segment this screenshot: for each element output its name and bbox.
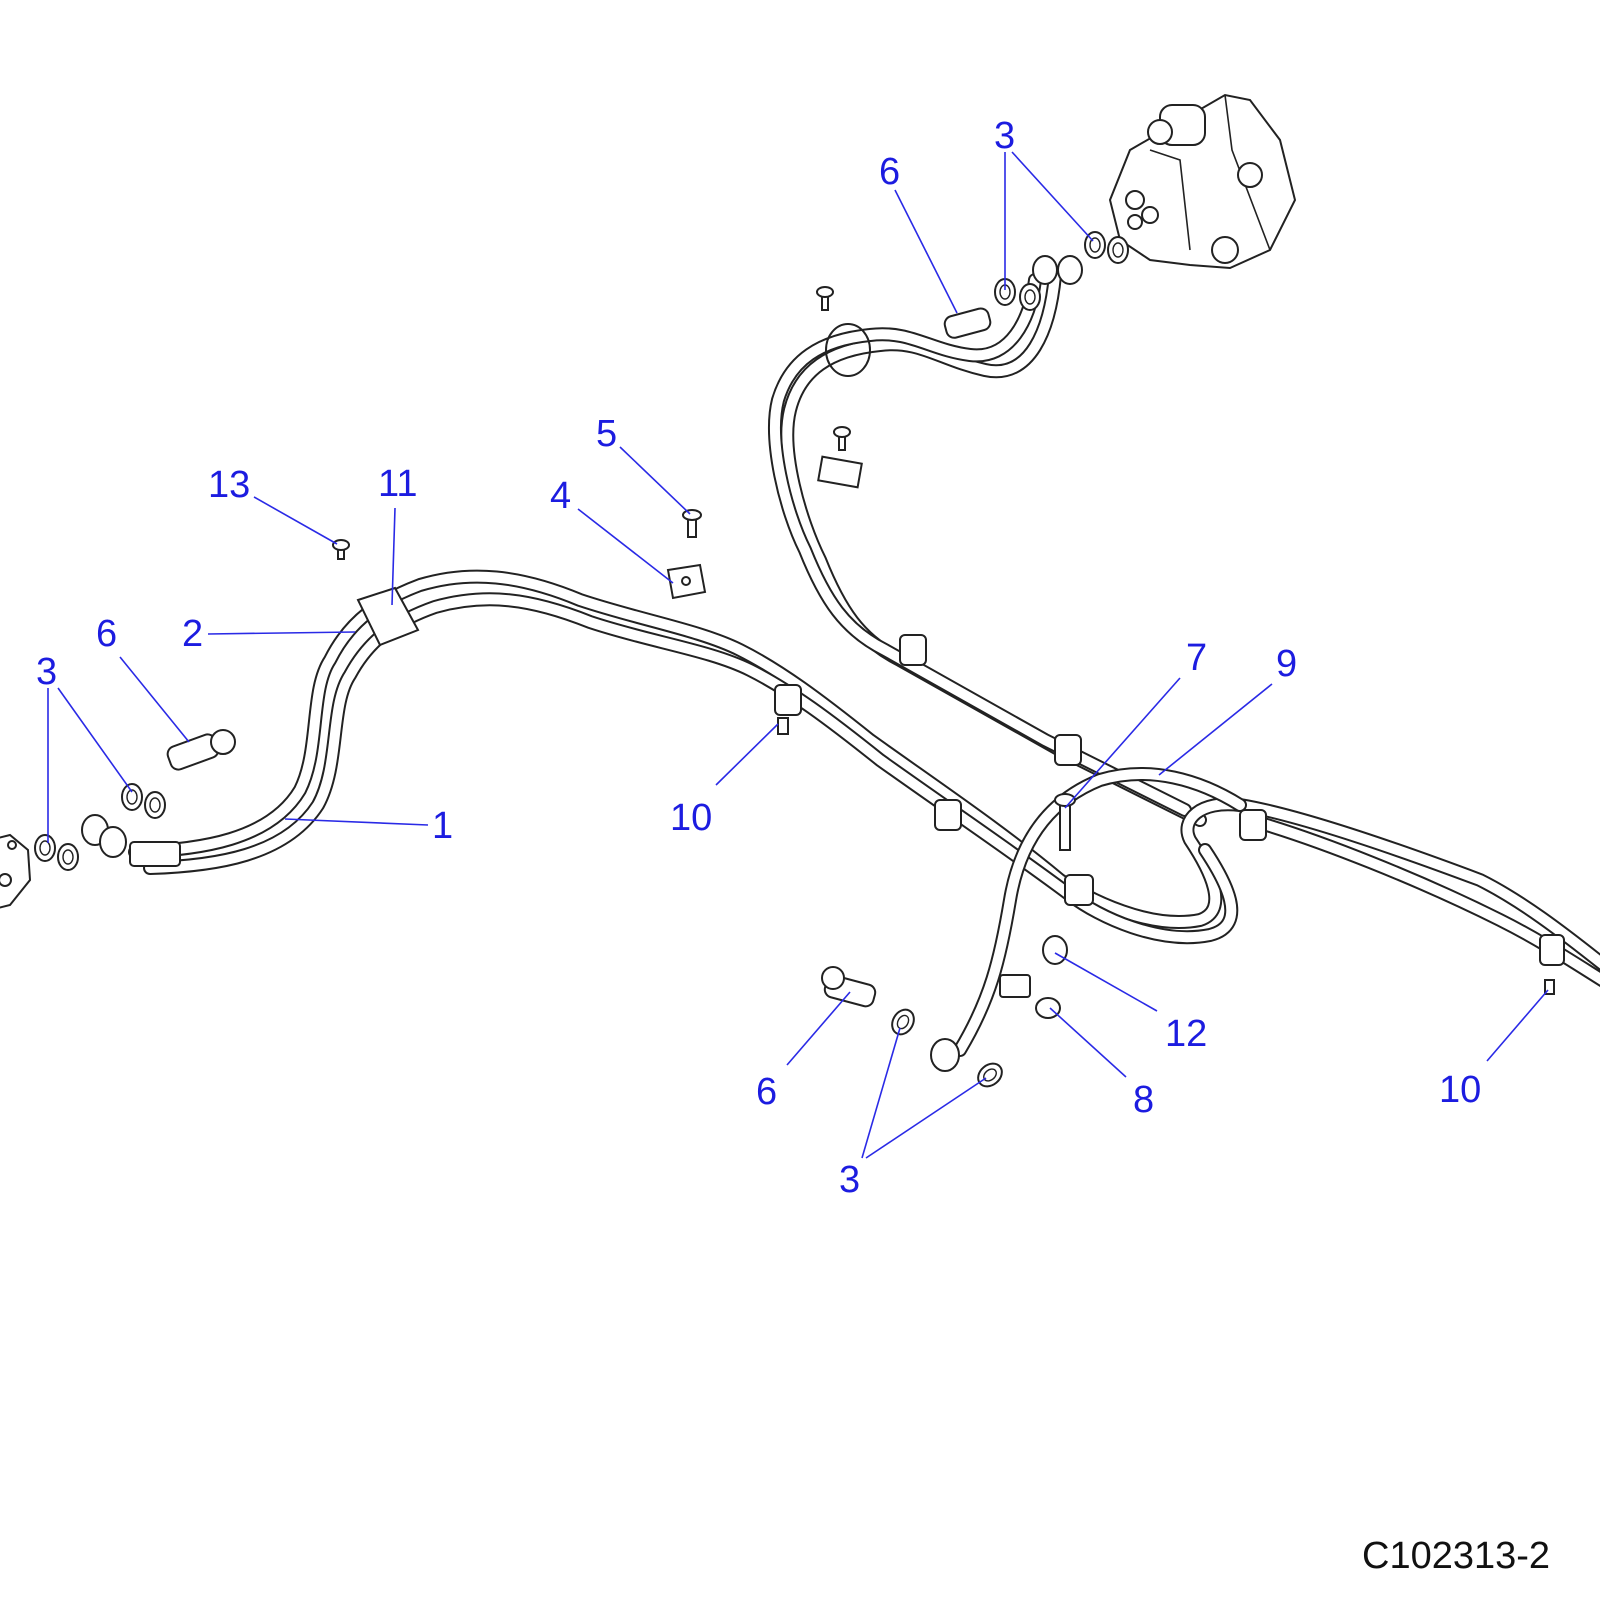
brake-caliper-upper: [1108, 93, 1297, 270]
callout-2: 2: [182, 613, 203, 655]
leader-3c-1: [861, 1027, 901, 1159]
washers: [34, 231, 1129, 1088]
hose-branch-9: [930, 767, 1247, 1072]
leader-6b: [894, 189, 958, 314]
callout-6-top: 6: [879, 151, 900, 193]
leader-13: [253, 496, 338, 545]
leader-3a-2: [57, 687, 133, 793]
leader-3c-2: [865, 1077, 987, 1159]
leader-10b: [1486, 989, 1549, 1062]
leader-1: [284, 818, 429, 826]
hose-upper-loop: [768, 255, 1207, 827]
callout-9: 9: [1276, 643, 1297, 685]
leader-10a: [715, 723, 779, 786]
callout-13: 13: [208, 464, 250, 506]
callout-3-top: 3: [994, 115, 1015, 157]
leader-8: [1049, 1007, 1127, 1078]
leader-2: [207, 631, 356, 635]
callout-3-left: 3: [36, 651, 57, 693]
callout-1: 1: [432, 805, 453, 847]
callout-7: 7: [1186, 637, 1207, 679]
callout-3-bottom: 3: [839, 1159, 860, 1201]
callout-6-bottom: 6: [756, 1071, 777, 1113]
leader-6c: [786, 991, 851, 1066]
callout-11: 11: [378, 463, 417, 505]
callout-6-left: 6: [96, 613, 117, 655]
callout-4: 4: [550, 475, 571, 517]
callout-8: 8: [1133, 1079, 1154, 1121]
leader-3b-2: [1011, 151, 1094, 242]
leader-12: [1054, 952, 1158, 1012]
callout-12: 12: [1165, 1013, 1207, 1055]
hose-main-run: [81, 569, 1600, 987]
figure-id: C102313-2: [1362, 1535, 1550, 1577]
leader-4: [577, 508, 674, 584]
leader-11: [391, 507, 396, 606]
callout-10-left: 10: [670, 797, 712, 839]
line-art: [0, 93, 1600, 1088]
callout-10-right: 10: [1439, 1069, 1481, 1111]
leader-6a: [119, 656, 190, 743]
leader-9: [1158, 683, 1273, 776]
callout-5: 5: [596, 413, 617, 455]
leader-7: [1064, 677, 1181, 809]
leader-lines: [47, 151, 1549, 1159]
callout-labels: 1 2 3 3 3 4 5 6 6 6 7 8 9 10 10 11 12 13…: [36, 115, 1550, 1577]
fasteners: [166, 286, 1555, 1019]
brake-caliper-lower: [0, 833, 32, 909]
leader-5: [619, 446, 691, 515]
